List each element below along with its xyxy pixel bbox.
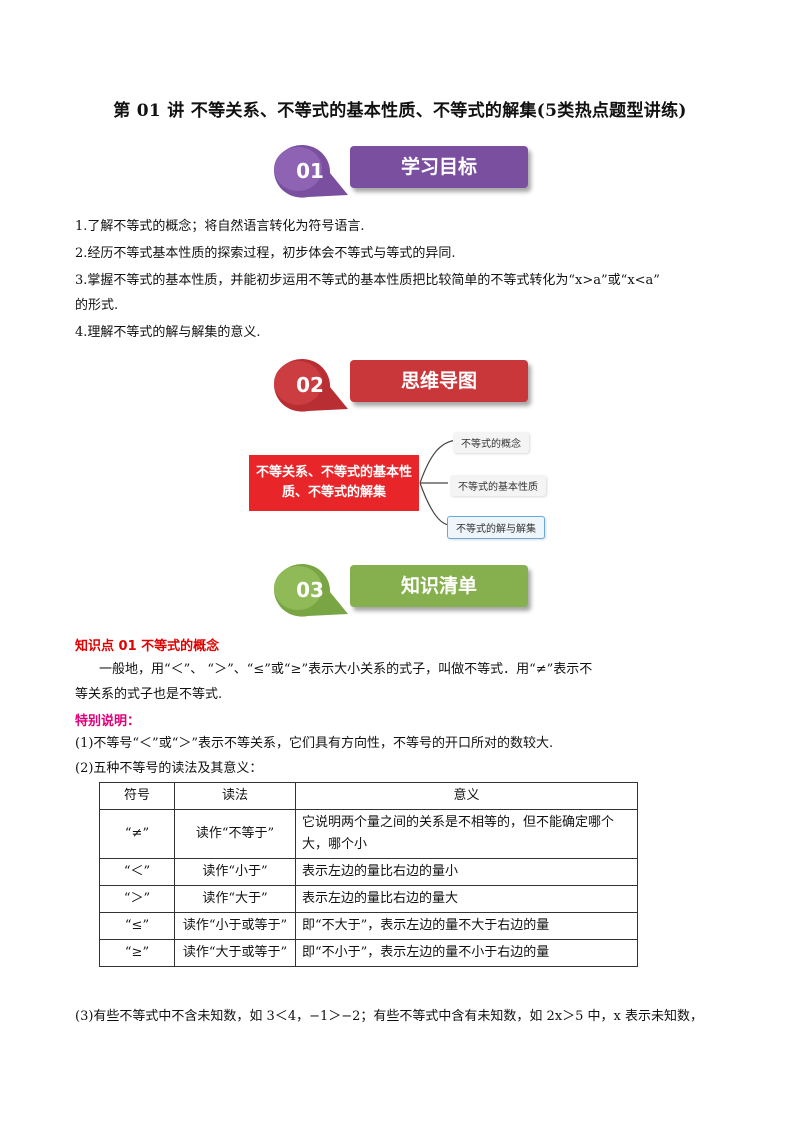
mindmap-center-node: 不等关系、不等式的基本性质、不等式的解集 (249, 455, 419, 511)
banner-label-bar: 知识清单 (350, 565, 528, 607)
table-cell-reading: 读作“小于” (174, 858, 296, 886)
table-cell-meaning: 即“不大于”，表示左边的量不大于右边的量 (295, 912, 638, 940)
definition-line-1: 一般地，用“＜”、 “＞”、“≤”或“≥”表示大小关系的式子，叫做不等式．用“≠… (99, 662, 593, 677)
banner-number: 03 (296, 578, 324, 602)
table-row: “＞” 读作“大于” 表示左边的量比右边的量大 (99, 885, 638, 913)
banner-label: 知识清单 (400, 575, 477, 597)
table-cell-meaning: 即“不小于”，表示左边的量不小于右边的量 (295, 939, 638, 967)
table-cell-meaning: 表示左边的量比右边的量小 (295, 858, 638, 886)
table-cell-symbol: “≠” (99, 809, 175, 859)
table-row: “≠” 读作“不等于” 它说明两个量之间的关系是不相等的，但不能确定哪个大，哪个… (99, 809, 638, 859)
table-cell-symbol: “≥” (99, 939, 175, 967)
table-cell-meaning: 它说明两个量之间的关系是不相等的，但不能确定哪个大，哪个小 (295, 809, 638, 859)
section-banner-02: 02 思维导图 (268, 357, 538, 413)
table-cell-meaning: 表示左边的量比右边的量大 (295, 885, 638, 913)
table-row: “≤” 读作“小于或等于” 即“不大于”，表示左边的量不大于右边的量 (99, 912, 638, 940)
objective-3: 3.掌握不等式的基本性质，并能初步运用不等式的基本性质把比较简单的不等式转化为“… (75, 273, 660, 288)
section-banner-01: 01 学习目标 (268, 143, 538, 199)
note-3: (3)有些不等式中不含未知数，如 3＜4，−1＞−2；有些不等式中含有未知数，如… (75, 1009, 704, 1024)
table-row: “≥” 读作“大于或等于” 即“不小于”，表示左边的量不小于右边的量 (99, 939, 638, 967)
objective-2: 2.经历不等式基本性质的探索过程，初步体会不等式与等式的异同. (75, 246, 456, 261)
mindmap-branch-properties: 不等式的基本性质 (450, 475, 546, 496)
banner-badge-icon (274, 144, 348, 198)
definition-line-2: 等关系的式子也是不等式. (75, 687, 223, 702)
table-cell-symbol: “＜” (99, 858, 175, 886)
special-note-heading: 特别说明： (75, 714, 141, 729)
table-cell-symbol: “＞” (99, 885, 175, 913)
note-1: (1)不等号“＜”或“＞”表示不等关系，它们具有方向性，不等号的开口所对的数较大… (75, 736, 554, 751)
table-row: “＜” 读作“小于” 表示左边的量比右边的量小 (99, 858, 638, 886)
table-header: 符号 (99, 782, 175, 810)
table-cell-reading: 读作“小于或等于” (174, 912, 296, 940)
mindmap-branch-solution-set: 不等式的解与解集 (447, 516, 545, 539)
section-banner-03: 03 知识清单 (268, 562, 538, 618)
banner-label: 学习目标 (400, 156, 477, 178)
banner-label: 思维导图 (400, 370, 477, 392)
objective-4: 4.理解不等式的解与解集的意义. (75, 325, 261, 340)
page-title: 第 01 讲 不等关系、不等式的基本性质、不等式的解集(5类热点题型讲练) (113, 101, 687, 121)
objective-3-cont: 的形式. (75, 298, 119, 313)
mindmap-center-label: 不等关系、不等式的基本性质、不等式的解集 (255, 465, 412, 500)
table-cell-reading: 读作“不等于” (174, 809, 296, 859)
note-2: (2)五种不等号的读法及其意义： (75, 761, 263, 776)
table-header-row: 符号 读法 意义 (99, 782, 638, 810)
banner-number: 01 (296, 159, 324, 183)
knowledge-point-heading: 知识点 01 不等式的概念 (75, 639, 220, 654)
mindmap-branch-concept: 不等式的概念 (453, 432, 529, 453)
table-cell-symbol: “≤” (99, 912, 175, 940)
banner-label-bar: 思维导图 (350, 360, 528, 402)
banner-badge-icon (274, 563, 348, 617)
inequality-sign-table: 符号 读法 意义 “≠” 读作“不等于” 它说明两个量之间的关系是不相等的，但不… (99, 782, 638, 967)
table-header: 意义 (295, 782, 638, 810)
banner-number: 02 (296, 373, 324, 397)
banner-label-bar: 学习目标 (350, 146, 528, 188)
table-cell-reading: 读作“大于或等于” (174, 939, 296, 967)
banner-badge-icon (274, 358, 348, 412)
table-header: 读法 (174, 782, 296, 810)
table-cell-reading: 读作“大于” (174, 885, 296, 913)
objective-1: 1.了解不等式的概念；将自然语言转化为符号语言. (75, 219, 365, 234)
